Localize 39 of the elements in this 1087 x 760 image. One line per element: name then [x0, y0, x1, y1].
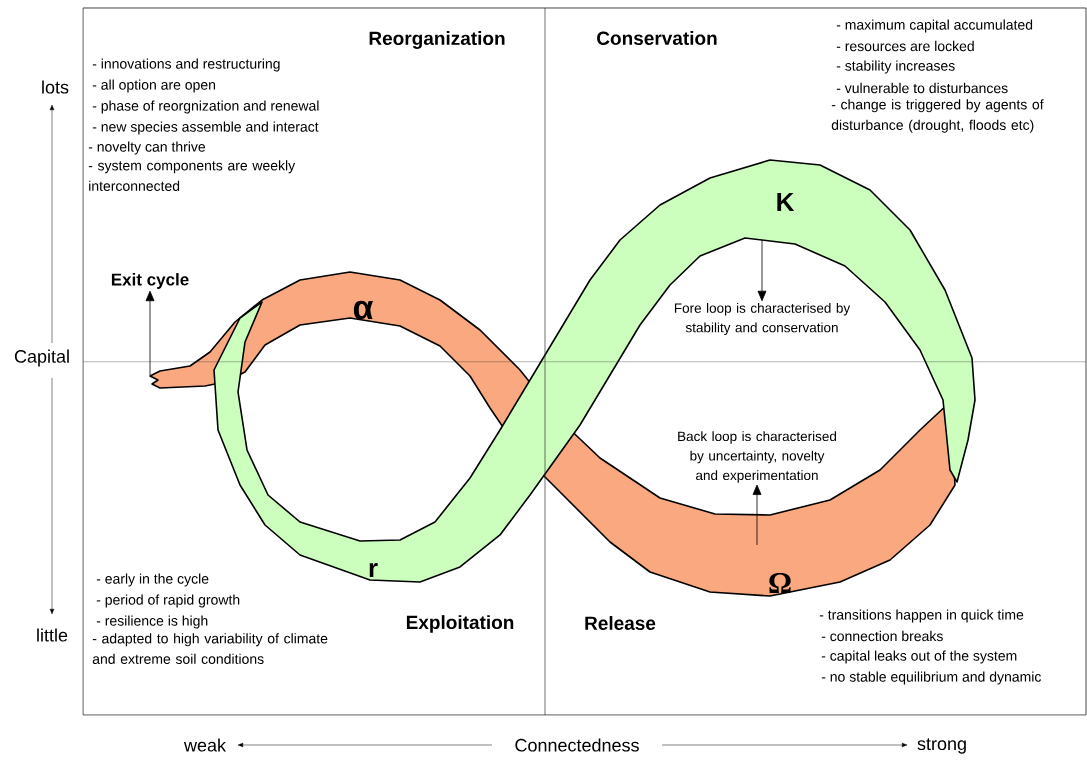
- phase-symbol: K: [777, 193, 795, 211]
- axis-label: lots: [42, 80, 69, 94]
- bullet-text: - maximum capital accumulated: [836, 19, 1033, 33]
- bullet-text: - transitions happen in quick time: [819, 609, 1024, 623]
- bullet-text: - connection breaks: [821, 630, 943, 642]
- bullet-text: - capital leaks out of the system: [821, 650, 1017, 664]
- bullet-text: - resources are locked: [836, 40, 974, 52]
- bullet-text: - early in the cycle: [96, 573, 209, 587]
- axis-label: strong: [917, 738, 966, 754]
- bullet-text: - system components are weekly interconnected: [88, 160, 296, 191]
- note-text: Back loop is characterised by uncertainty, novelty and experimentation: [678, 431, 836, 483]
- leader-arrow: [145, 290, 155, 376]
- bullet-text: - stability increases: [836, 60, 955, 74]
- bullet-text: - period of rapid growth: [96, 594, 240, 608]
- bullet-text: - phase of reorgnization and renewal: [92, 100, 319, 114]
- note-text: Exit cycle: [111, 273, 189, 289]
- phase-symbol: Ω: [769, 573, 791, 593]
- bullet-text: - all option are open: [92, 79, 216, 93]
- bullet-text: - adapted to high variability of climate and extreme soil conditions: [92, 633, 328, 664]
- axis-label: Capital: [14, 349, 69, 367]
- bullet-text: - innovations and restructuring: [92, 58, 280, 72]
- bullet-text: - novelty can thrive: [88, 141, 206, 155]
- leader-arrow: [757, 239, 767, 302]
- axis-label: weak: [183, 738, 227, 752]
- note-text: Fore loop is characterised by stability and conservation: [674, 302, 851, 336]
- bullet-text: - vulnerable to disturbances: [836, 82, 1008, 94]
- axis-label: Connectedness: [515, 738, 639, 752]
- phase-heading: Exploitation: [406, 615, 514, 633]
- bullet-text: - new species assemble and interact: [92, 121, 319, 135]
- bullet-text: - resilience is high: [96, 615, 208, 629]
- bullet-text: - change is triggered by agents of disturbance (drought, floods etc): [831, 99, 1044, 133]
- bullet-text: - no stable equilibrium and dynamic: [821, 671, 1041, 685]
- phase-symbol: α: [353, 300, 374, 320]
- axis-label: little: [37, 628, 68, 642]
- phase-symbol: r: [369, 563, 378, 577]
- phase-heading: Release: [585, 616, 656, 630]
- phase-heading: Reorganization: [369, 31, 505, 49]
- leader-arrow: [752, 484, 762, 546]
- phase-heading: Conservation: [597, 31, 717, 45]
